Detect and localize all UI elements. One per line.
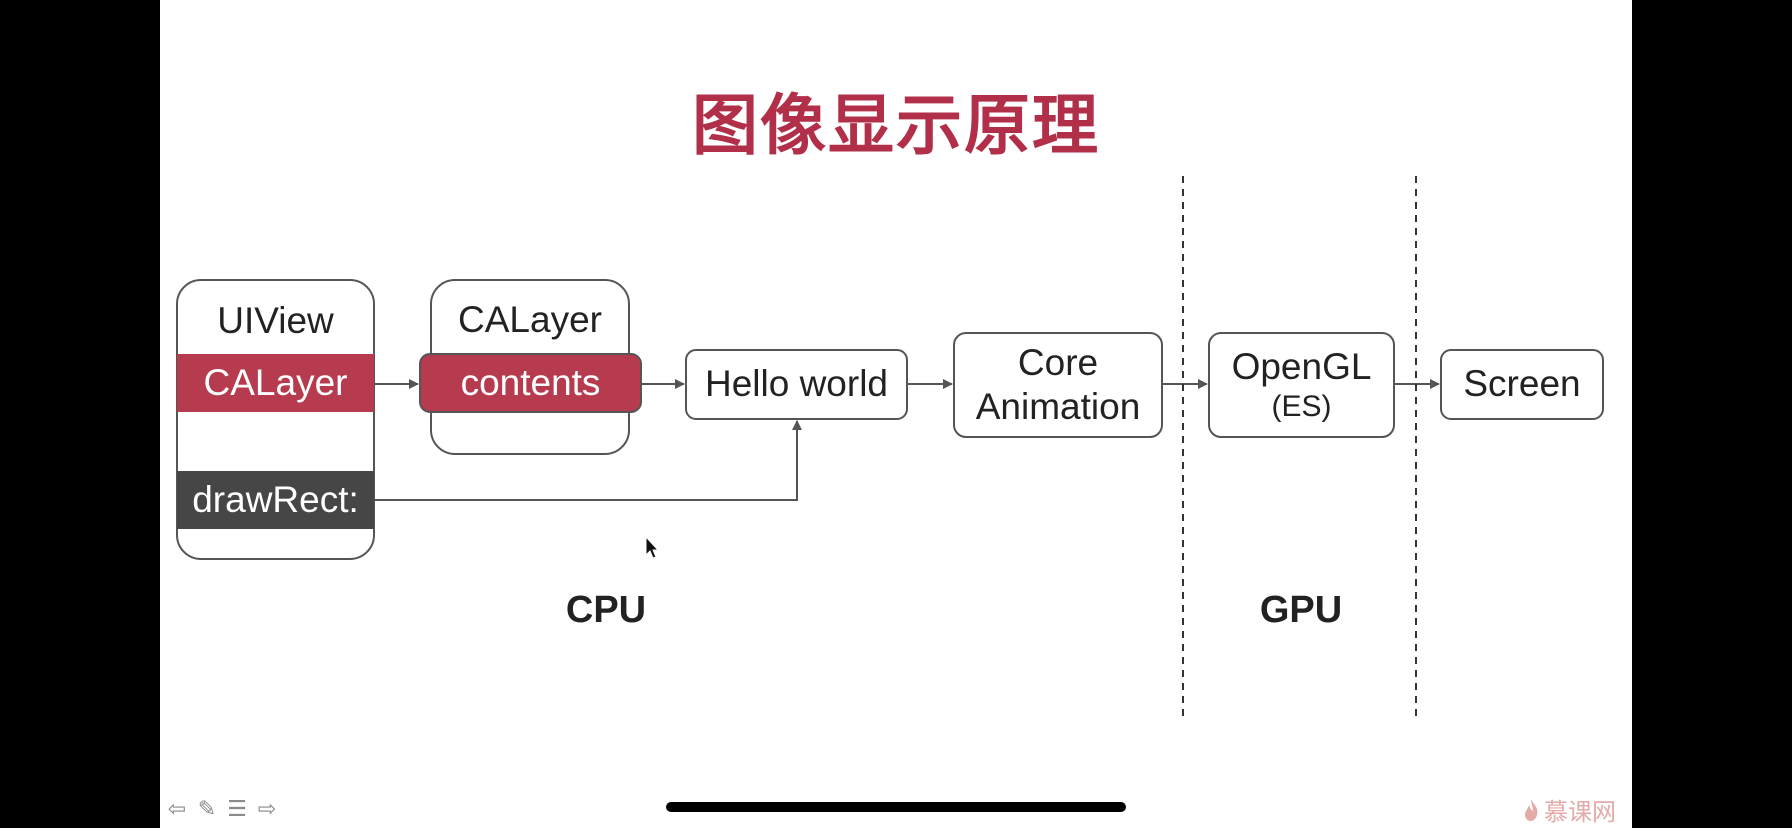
flame-icon — [1525, 798, 1538, 821]
pen-icon[interactable]: ✎ — [197, 796, 217, 822]
opengl-line-2: (ES) — [1271, 390, 1332, 424]
hello-world-label: Hello world — [704, 363, 888, 405]
cpu-label: CPU — [565, 589, 647, 632]
screen-box — [1440, 349, 1604, 420]
opengl-label: OpenGL (ES) — [1209, 333, 1394, 437]
contents-label: contents — [460, 361, 601, 403]
prev-arrow-icon[interactable]: ⇦ — [167, 796, 187, 822]
drawrect-band — [177, 471, 374, 529]
brand-watermark: 慕课网 — [1522, 792, 1616, 827]
gpu-label: GPU — [1259, 589, 1343, 632]
opengl-line-1: OpenGL — [1231, 345, 1372, 387]
drawrect-label: drawRect: — [192, 478, 359, 520]
core-animation-label: Core Animation — [954, 333, 1162, 437]
screen-label: Screen — [1463, 363, 1581, 405]
next-arrow-icon[interactable]: ⇨ — [257, 796, 277, 822]
brand-text: 慕课网 — [1544, 798, 1616, 826]
slide-controls: ⇦ ✎ ☰ ⇨ — [164, 796, 280, 822]
slide-title: 图像显示原理 — [692, 87, 1100, 164]
uiview-calayer-label: CALayer — [203, 361, 348, 403]
arrow-drawrect-to-hello — [374, 420, 802, 501]
uiview-calayer-band — [177, 354, 374, 412]
core-animation-line-1: Core — [1017, 341, 1099, 383]
menu-icon[interactable]: ☰ — [227, 796, 247, 822]
uiview-label: UIView — [217, 299, 334, 341]
home-indicator[interactable] — [666, 802, 1126, 812]
mouse-cursor — [645, 535, 660, 559]
diagram-canvas — [176, 176, 1604, 722]
slide: 图像显示原理 UIView CALayer drawRect: CALayer … — [160, 0, 1632, 828]
calayer-label: CALayer — [458, 298, 602, 340]
core-animation-line-2: Animation — [975, 386, 1141, 427]
